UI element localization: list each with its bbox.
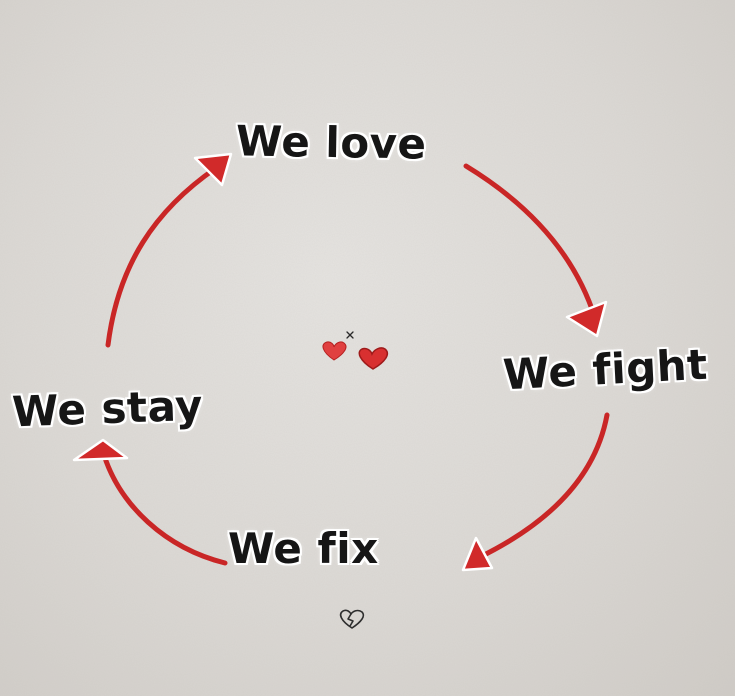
arrowhead-up-right (193, 152, 233, 187)
arrow-love-to-fight (463, 163, 598, 321)
x-mark-icon (346, 331, 354, 339)
arrow-stay-to-love (105, 165, 219, 348)
broken-heart-doodle-icon (339, 609, 365, 629)
cycle-step-stay: We stay (11, 380, 204, 437)
cycle-step-love: We love (235, 116, 427, 169)
arrow-fix-to-stay (101, 452, 228, 566)
center-hearts (322, 331, 389, 370)
arrow-fight-to-fix (477, 412, 610, 560)
small-heart-icon (358, 347, 389, 370)
arrowhead-down-left (461, 536, 494, 572)
arrowhead-down-right (565, 300, 608, 338)
cycle-step-fix: We fix (228, 524, 379, 573)
arrowhead-up-left (72, 438, 129, 462)
small-heart-icon (322, 341, 347, 361)
